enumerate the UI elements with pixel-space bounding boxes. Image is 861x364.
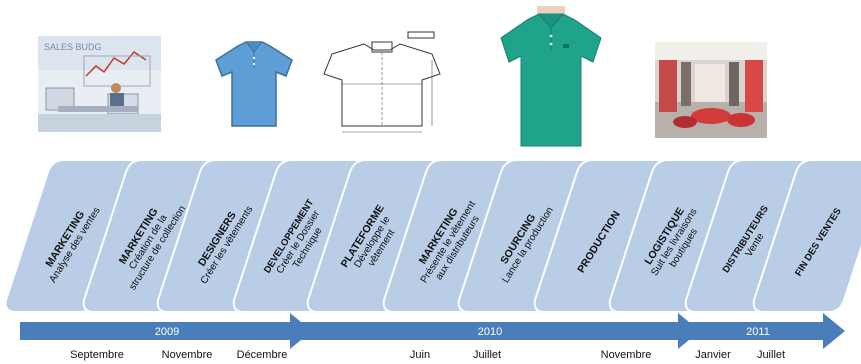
year-arrow [670, 313, 845, 349]
year-arrow [280, 313, 700, 349]
step-11: FIN DES VENTES [752, 159, 861, 313]
month-label: Juin [409, 349, 431, 361]
year-arrow [20, 313, 312, 349]
month-label: Septembre [70, 349, 124, 361]
year-label: 2009 [155, 326, 179, 338]
sales-budget-text: SALES BUDG [44, 42, 102, 52]
month-label: Novembre [600, 349, 652, 361]
year-label: 2011 [746, 326, 770, 338]
sales-analysis-illustration: SALES BUDG [38, 36, 161, 132]
polo-drawing-illustration [208, 38, 300, 130]
step-chevron-shape [752, 159, 861, 313]
boutique-photo [655, 42, 767, 138]
month-label: Novembre [161, 349, 213, 361]
month-label: Juillet [472, 349, 502, 361]
year-label: 2010 [478, 326, 502, 338]
month-label: Janvier [695, 349, 731, 361]
month-label: Décembre [236, 349, 288, 361]
green-polo-photo [497, 6, 605, 150]
technical-sketch-illustration [312, 30, 452, 138]
month-label: Juillet [756, 349, 786, 361]
